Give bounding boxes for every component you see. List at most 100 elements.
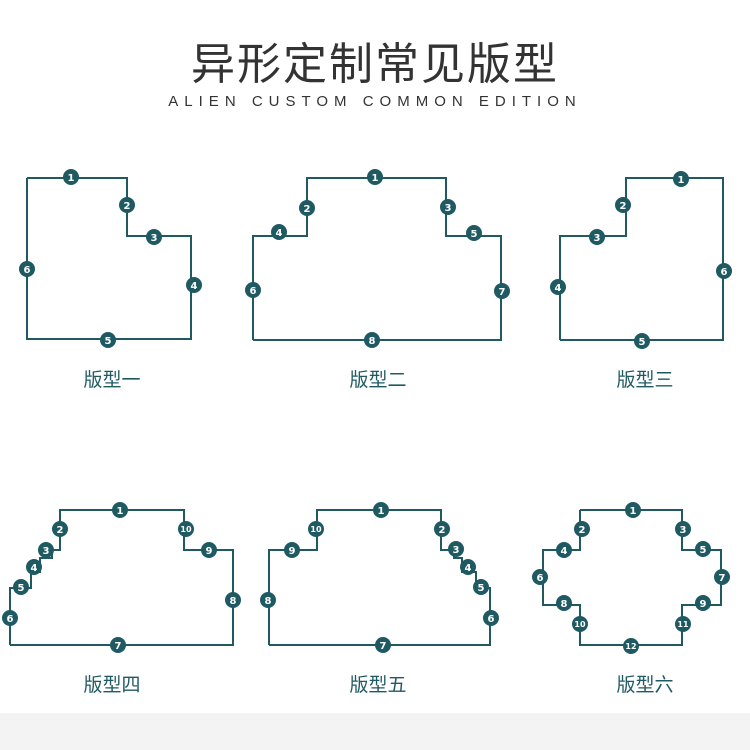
side-marker: 10 — [308, 521, 324, 537]
side-marker-number: 3 — [151, 233, 158, 244]
side-marker-dot — [271, 224, 287, 240]
side-marker: 3 — [146, 229, 162, 245]
side-marker: 10 — [178, 521, 194, 537]
side-marker-dot — [572, 616, 588, 632]
side-marker-dot — [100, 332, 116, 348]
side-marker: 7 — [714, 569, 730, 585]
side-marker-number: 6 — [7, 614, 14, 625]
side-marker: 4 — [556, 542, 572, 558]
side-marker-number: 9 — [700, 599, 707, 610]
side-marker-number: 6 — [537, 573, 544, 584]
side-marker: 5 — [466, 225, 482, 241]
side-marker-dot — [225, 592, 241, 608]
side-marker-dot — [308, 521, 324, 537]
side-marker: 11 — [675, 616, 691, 632]
side-marker-number: 2 — [57, 525, 64, 536]
side-marker-dot — [2, 610, 18, 626]
shape-outline — [542, 509, 722, 646]
side-marker-dot — [556, 542, 572, 558]
side-marker-number: 10 — [180, 525, 192, 534]
side-marker-number: 5 — [105, 336, 112, 347]
side-marker-dot — [284, 542, 300, 558]
side-marker-number: 2 — [124, 201, 131, 212]
side-marker-dot — [112, 502, 128, 518]
shape-label: 版型一 — [83, 369, 140, 391]
side-marker: 6 — [716, 263, 732, 279]
side-marker-number: 6 — [721, 267, 728, 278]
side-marker-number: 6 — [488, 614, 495, 625]
side-marker-number: 5 — [471, 229, 478, 240]
side-marker: 2 — [615, 197, 631, 213]
side-marker: 6 — [2, 610, 18, 626]
side-marker-dot — [716, 263, 732, 279]
side-marker: 4 — [186, 277, 202, 293]
shape-label: 版型四 — [83, 674, 140, 696]
page-subtitle: ALIEN CUSTOM COMMON EDITION — [168, 93, 582, 110]
side-marker-number: 3 — [594, 233, 601, 244]
side-marker-number: 9 — [206, 546, 213, 557]
side-marker-dot — [589, 229, 605, 245]
side-marker-dot — [440, 199, 456, 215]
side-marker: 7 — [494, 283, 510, 299]
side-marker-dot — [448, 541, 464, 557]
side-marker-dot — [673, 171, 689, 187]
side-marker-number: 3 — [43, 546, 50, 557]
side-marker-dot — [201, 542, 217, 558]
side-marker-dot — [634, 333, 650, 349]
side-marker: 3 — [675, 521, 691, 537]
side-marker: 9 — [695, 595, 711, 611]
side-marker-dot — [245, 282, 261, 298]
footer-band — [0, 713, 750, 750]
side-marker-dot — [625, 502, 641, 518]
side-marker: 2 — [574, 521, 590, 537]
shape-outline — [9, 509, 234, 646]
side-marker-number: 2 — [579, 525, 586, 536]
side-marker-number: 10 — [310, 525, 322, 534]
side-marker-number: 4 — [276, 228, 283, 239]
side-marker: 2 — [52, 521, 68, 537]
side-marker-number: 8 — [369, 336, 376, 347]
side-marker-number: 5 — [639, 337, 646, 348]
side-marker-dot — [38, 542, 54, 558]
side-marker-dot — [52, 521, 68, 537]
shape-label: 版型二 — [349, 369, 406, 391]
side-marker-dot — [623, 638, 639, 654]
side-marker-number: 5 — [18, 583, 25, 594]
side-marker-dot — [299, 200, 315, 216]
side-marker: 5 — [100, 332, 116, 348]
side-marker-number: 8 — [230, 596, 237, 607]
side-marker: 3 — [440, 199, 456, 215]
side-marker-dot — [260, 592, 276, 608]
shape-label: 版型三 — [616, 369, 673, 391]
side-marker: 4 — [460, 559, 476, 575]
side-marker: 6 — [245, 282, 261, 298]
side-marker-number: 7 — [115, 641, 122, 652]
side-marker-dot — [110, 637, 126, 653]
side-marker-dot — [26, 559, 42, 575]
side-marker: 2 — [119, 197, 135, 213]
side-marker-number: 12 — [625, 642, 636, 651]
side-marker-dot — [550, 279, 566, 295]
side-marker-number: 8 — [561, 599, 568, 610]
side-marker-number: 4 — [191, 281, 198, 292]
page-title: 异形定制常见版型 — [191, 39, 559, 90]
side-marker-number: 1 — [678, 175, 685, 186]
shape-outline — [268, 509, 491, 646]
shape-label: 版型六 — [616, 674, 673, 696]
side-marker: 1 — [625, 502, 641, 518]
side-marker: 8 — [225, 592, 241, 608]
side-marker: 1 — [112, 502, 128, 518]
side-marker: 2 — [299, 200, 315, 216]
side-marker: 1 — [367, 169, 383, 185]
side-marker: 7 — [110, 637, 126, 653]
side-marker-number: 8 — [265, 596, 272, 607]
side-marker-number: 6 — [250, 286, 257, 297]
shape-outline — [26, 177, 192, 340]
side-marker-number: 1 — [630, 506, 637, 517]
side-marker-dot — [367, 169, 383, 185]
side-marker: 1 — [373, 502, 389, 518]
side-marker-dot — [556, 595, 572, 611]
